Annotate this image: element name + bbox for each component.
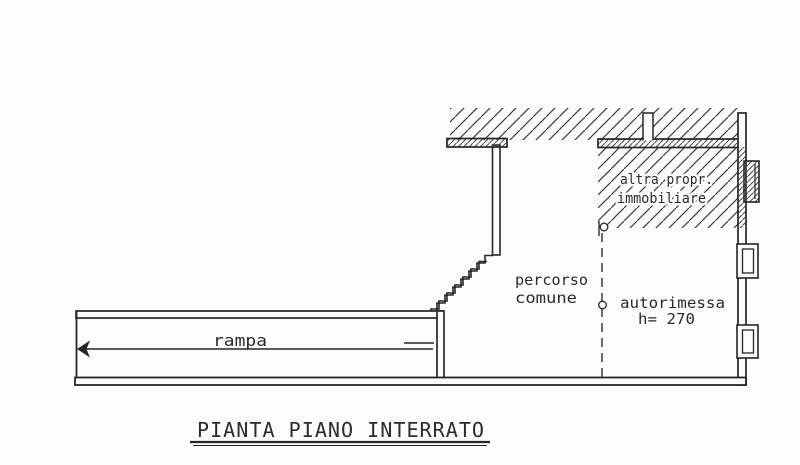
top-wall-left-segment <box>446 137 508 148</box>
top-hatch-band <box>450 108 744 140</box>
ramp-top-wall <box>75 310 444 319</box>
right-niche-lower-inner <box>741 329 755 354</box>
right-pilaster-hatched <box>743 160 760 203</box>
stairs-outer-line <box>436 254 493 312</box>
stair-side-wall <box>491 144 501 256</box>
ramp-arrow-head <box>77 340 90 358</box>
stairs-inner-line <box>430 260 487 318</box>
label-garage: autorimessa <box>620 294 725 312</box>
plan-title: PIANTA PIANO INTERRATO <box>197 418 485 442</box>
ramp-end-wall <box>436 310 445 379</box>
label-common-path-line1: percorso <box>515 271 588 289</box>
right-niche-upper-inner <box>741 248 755 274</box>
right-wall-poche <box>738 147 746 228</box>
other-property-hatch-area <box>598 147 738 228</box>
top-wall-stub <box>642 112 654 141</box>
post-marker-top <box>599 222 609 232</box>
label-other-property-line1: altra propr. <box>620 172 713 188</box>
label-common-path-line2: comune <box>515 289 577 307</box>
label-other-property-line2: immobiliare <box>617 191 706 207</box>
label-ramp: rampa <box>213 331 267 350</box>
bottom-wall <box>74 376 747 386</box>
post-marker-bottom <box>598 300 608 310</box>
top-wall-right-segment <box>597 138 743 149</box>
label-garage-height: h= 270 <box>638 310 695 328</box>
